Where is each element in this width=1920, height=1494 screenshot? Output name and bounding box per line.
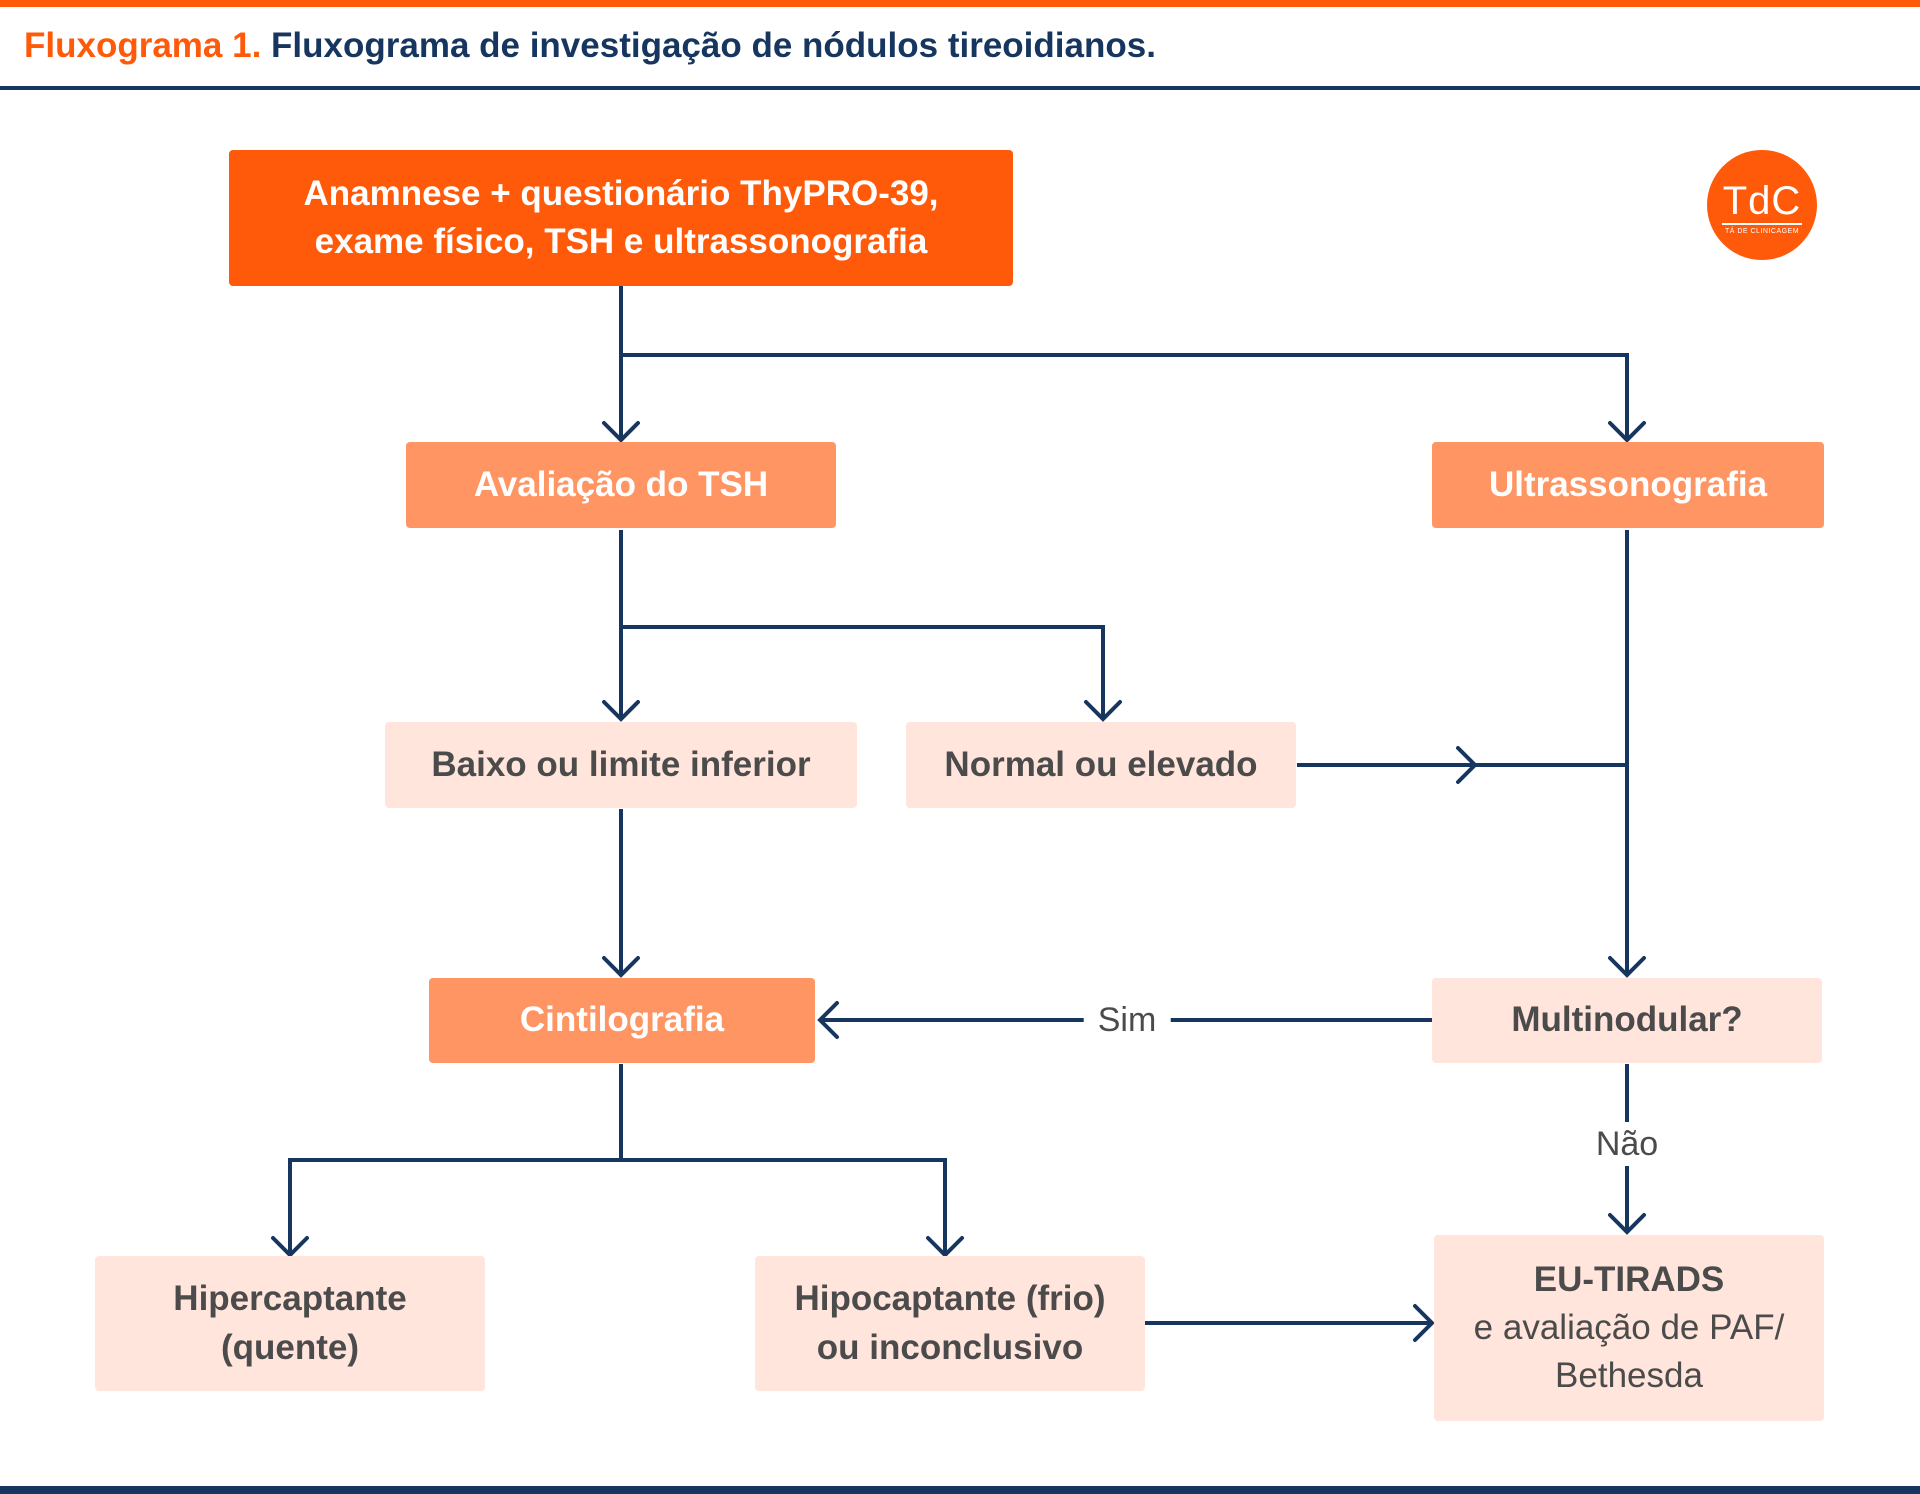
multinodular-label: Multinodular? bbox=[1511, 1000, 1743, 1040]
connector-scintigraphy-branches bbox=[288, 1158, 947, 1253]
connector-start-ultrasound bbox=[621, 353, 1629, 438]
hot-nodule-line-1: Hipercaptante bbox=[173, 1279, 407, 1319]
ultrasound-label: Ultrassonografia bbox=[1488, 464, 1768, 504]
eutirads-title: EU-TIRADS bbox=[1533, 1259, 1725, 1299]
cold-nodule-node: Hipocaptante (frio) ou inconclusivo bbox=[755, 1256, 1145, 1391]
arrowhead-ultrasound bbox=[1608, 421, 1646, 443]
brand-logo: TdC TÁ DE CLINICAGEM bbox=[1707, 150, 1817, 260]
ultrasound-node: Ultrassonografia bbox=[1432, 442, 1824, 528]
logo-subtext: TÁ DE CLINICAGEM bbox=[1724, 228, 1800, 235]
normal-tsh-label: Normal ou elevado bbox=[944, 744, 1258, 784]
start-node-line-2: exame físico, TSH e ultrassonografia bbox=[314, 222, 928, 261]
arrowhead-scintigraphy bbox=[602, 956, 640, 978]
logo-text: TdC bbox=[1722, 179, 1802, 223]
hot-nodule-node: Hipercaptante (quente) bbox=[95, 1256, 485, 1391]
low-tsh-node: Baixo ou limite inferior bbox=[385, 722, 857, 808]
arrowhead-nao bbox=[1608, 1213, 1646, 1235]
cold-nodule-line-1: Hipocaptante (frio) bbox=[794, 1279, 1106, 1319]
eutirads-node: EU-TIRADS e avaliação de PAF/ Bethesda bbox=[1434, 1235, 1824, 1421]
arrowhead-sim bbox=[817, 1001, 839, 1039]
scintigraphy-label: Cintilografia bbox=[519, 1000, 725, 1040]
header-divider bbox=[0, 86, 1920, 90]
bottom-accent-bar bbox=[0, 1486, 1920, 1494]
arrowhead-hot bbox=[271, 1236, 309, 1258]
scintigraphy-node: Cintilografia bbox=[429, 978, 815, 1063]
figure-title: Fluxograma 1. Fluxograma de investigação… bbox=[24, 26, 1156, 66]
arrowhead-low bbox=[602, 700, 640, 722]
edge-label-no: Não bbox=[1581, 1122, 1673, 1166]
arrowhead-multinodular bbox=[1608, 956, 1646, 978]
eutirads-line-2: Bethesda bbox=[1555, 1356, 1703, 1396]
arrowhead-tsh bbox=[602, 421, 640, 443]
top-accent-bar bbox=[0, 0, 1920, 7]
connector-tsh-normal bbox=[621, 625, 1105, 717]
arrowhead-cold bbox=[926, 1236, 964, 1258]
arrowhead-normal bbox=[1084, 700, 1122, 722]
arrowhead-eutirads bbox=[1413, 1304, 1435, 1342]
edge-label-yes: Sim bbox=[1083, 998, 1171, 1042]
arrowhead-merge bbox=[1456, 746, 1478, 784]
low-tsh-label: Baixo ou limite inferior bbox=[431, 744, 811, 784]
hot-nodule-line-2: (quente) bbox=[220, 1327, 360, 1367]
figure-label: Fluxograma 1. bbox=[24, 26, 262, 65]
cold-nodule-line-2: ou inconclusivo bbox=[816, 1327, 1084, 1367]
start-node-line-1: Anamnese + questionário ThyPRO-39, bbox=[303, 173, 939, 213]
start-node: Anamnese + questionário ThyPRO-39, exame… bbox=[229, 150, 1013, 286]
tsh-evaluation-label: Avaliação do TSH bbox=[473, 464, 769, 504]
tsh-evaluation-node: Avaliação do TSH bbox=[406, 442, 836, 528]
eutirads-line-1: e avaliação de PAF/ bbox=[1473, 1307, 1785, 1347]
normal-tsh-node: Normal ou elevado bbox=[906, 722, 1296, 808]
figure-caption: Fluxograma de investigação de nódulos ti… bbox=[271, 26, 1156, 65]
multinodular-node: Multinodular? bbox=[1432, 978, 1822, 1063]
logo-divider bbox=[1722, 223, 1802, 225]
